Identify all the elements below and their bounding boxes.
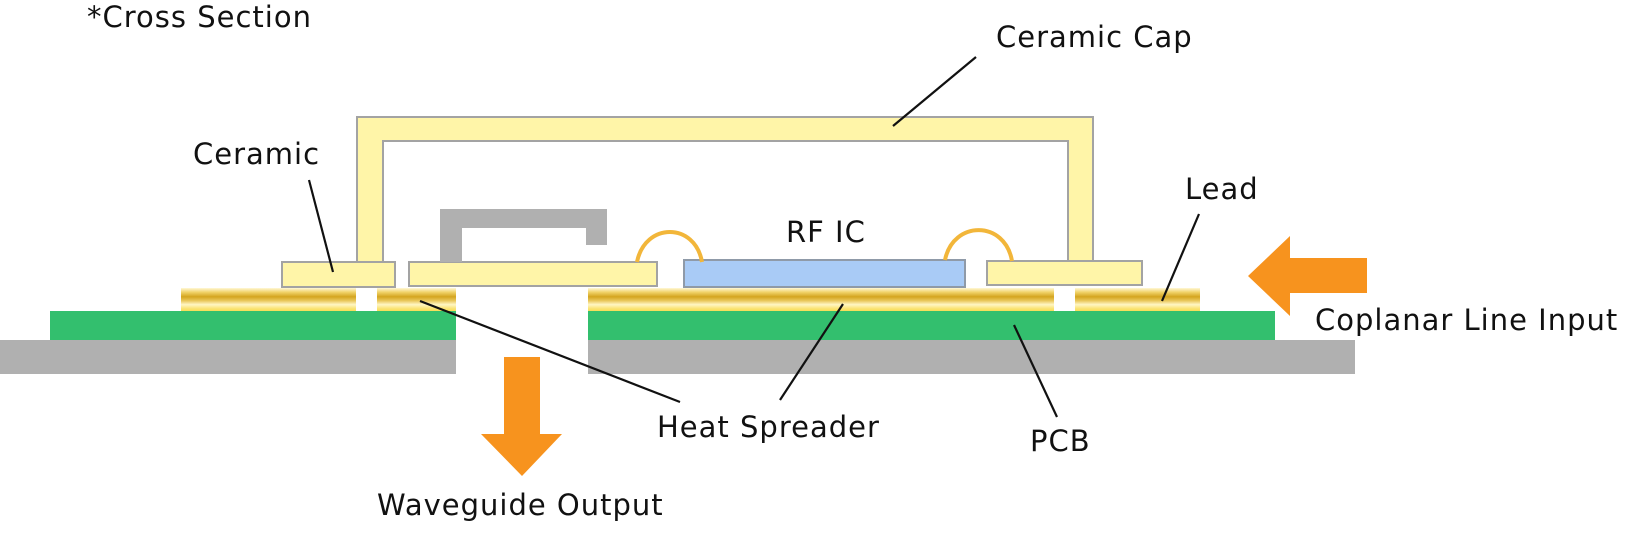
label-heat-spreader: Heat Spreader: [657, 410, 880, 444]
wire-bond-right: [943, 228, 1014, 262]
rf-ic-chip: [683, 259, 966, 288]
label-ceramic-cap: Ceramic Cap: [996, 20, 1193, 54]
output-arrow-icon: [481, 357, 562, 476]
ceramic-block-middle: [408, 261, 658, 287]
lead-right: [1075, 288, 1200, 311]
ceramic-cap: [356, 116, 1094, 263]
pcb-right: [588, 311, 1275, 340]
leader-lead: [1160, 213, 1201, 302]
label-rf-ic: RF IC: [786, 215, 866, 249]
heat-spreader-left: [377, 288, 456, 311]
label-ceramic: Ceramic: [193, 137, 320, 171]
lead-left: [181, 288, 356, 311]
label-pcb: PCB: [1030, 424, 1091, 458]
label-lead: Lead: [1185, 172, 1259, 206]
diagram-title: *Cross Section: [87, 0, 312, 34]
wire-bond-left: [635, 230, 704, 263]
pcb-left: [50, 311, 456, 340]
heat-spreader-main: [588, 288, 1054, 311]
label-coplanar-input: Coplanar Line Input: [1315, 303, 1618, 337]
base-right: [588, 340, 1355, 374]
label-waveguide-output: Waveguide Output: [377, 488, 664, 522]
input-arrow-icon: [1248, 236, 1367, 316]
leader-heat-spreader-main: [779, 303, 844, 401]
leader-ceramic: [307, 179, 335, 273]
base-left: [0, 340, 456, 374]
leader-pcb: [1013, 324, 1058, 418]
waveguide-bracket: [440, 209, 607, 262]
leader-heat-spreader-left: [419, 299, 681, 404]
ceramic-block-right: [986, 260, 1143, 286]
ceramic-block-left: [281, 261, 396, 288]
leader-ceramic-cap: [892, 56, 977, 127]
